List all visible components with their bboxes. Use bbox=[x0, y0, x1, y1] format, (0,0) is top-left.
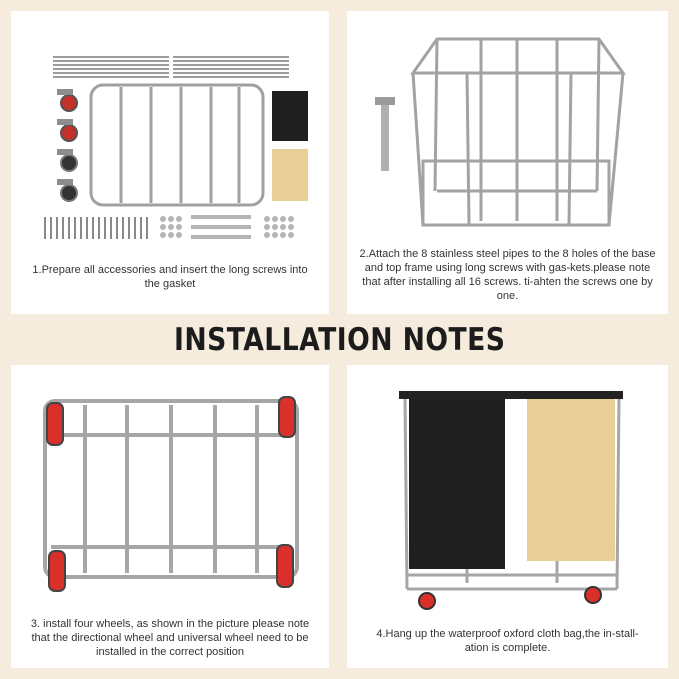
wheels-set bbox=[57, 89, 78, 202]
step-2-caption: 2.Attach the 8 stainless steel pipes to … bbox=[359, 248, 656, 302]
installation-notes-banner: INSTALLATION NOTES bbox=[0, 314, 679, 365]
wheels-install-illustration bbox=[43, 396, 299, 592]
long-screw bbox=[375, 97, 395, 171]
step-1-caption: 1.Prepare all accessories and insert the… bbox=[32, 264, 308, 290]
black-bag bbox=[409, 397, 505, 569]
base-frame-with-wheels bbox=[43, 399, 299, 579]
beige-bag-folded bbox=[272, 149, 308, 201]
hamper-wheels bbox=[418, 586, 602, 610]
washers-nuts bbox=[160, 215, 294, 239]
step-3-caption: 3. install four wheels, as shown in the … bbox=[30, 618, 310, 658]
step-4-caption: 4.Hang up the waterproof oxford cloth ba… bbox=[376, 628, 639, 654]
steel-rods bbox=[53, 56, 289, 78]
beige-bag bbox=[527, 395, 615, 561]
black-bag-folded bbox=[272, 91, 308, 141]
screws-row bbox=[44, 217, 148, 239]
completed-hamper-illustration bbox=[399, 391, 623, 610]
red-wheels bbox=[46, 396, 296, 592]
step-3-panel: 3. install four wheels, as shown in the … bbox=[11, 365, 329, 668]
base-frame bbox=[89, 83, 265, 207]
frame-assembly-illustration bbox=[375, 37, 626, 227]
step-1-panel: 1.Prepare all accessories and insert the… bbox=[11, 11, 329, 314]
accessories-illustration bbox=[44, 56, 308, 239]
assembled-frame bbox=[410, 37, 626, 227]
top-rail bbox=[399, 391, 623, 399]
page-title: INSTALLATION NOTES bbox=[173, 321, 506, 358]
step-2-panel: 2.Attach the 8 stainless steel pipes to … bbox=[347, 11, 668, 314]
step-4-panel: 4.Hang up the waterproof oxford cloth ba… bbox=[347, 365, 668, 668]
